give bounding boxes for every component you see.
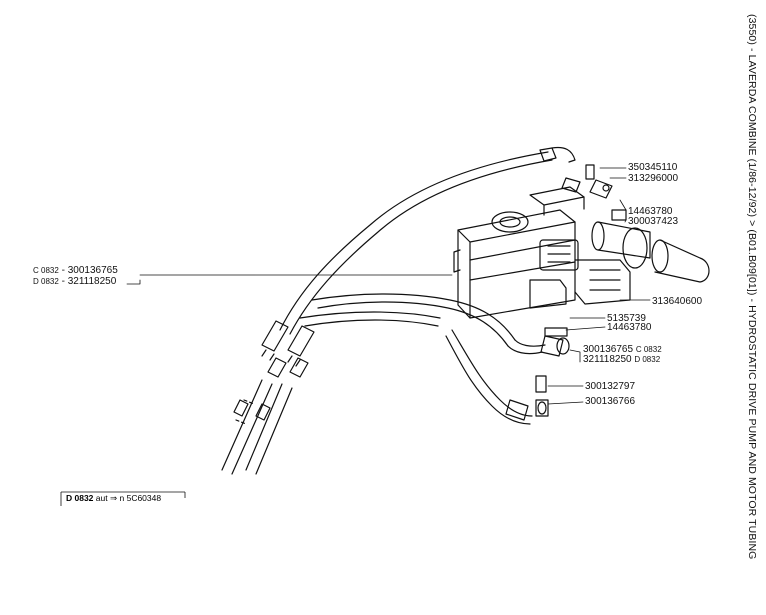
left-ref-d-part: 321118250: [67, 276, 117, 287]
left-fittings: [261, 320, 315, 378]
left-ref-c-part: 300136765: [67, 265, 118, 276]
part-label-300136765-right: 300136765 C 0832: [583, 344, 662, 355]
part-suffix: D 0832: [634, 355, 661, 364]
left-ref-c: C 0832 - 300136765: [33, 265, 118, 276]
lower-hose-pair: [299, 293, 516, 347]
part-label-5135739: 5135739: [607, 313, 646, 324]
part-label-313640600: 313640600: [652, 296, 703, 307]
part-number: 300136765: [583, 344, 634, 355]
upper-hose: [279, 146, 576, 335]
right-cylinder: [591, 221, 710, 283]
part-label-14463780-lower: 14463780: [607, 322, 652, 333]
left-ref-d: D 0832 - 321118250: [33, 276, 117, 287]
part-suffix: C 0832: [635, 345, 662, 354]
top-bolts: [561, 164, 627, 221]
note-model: D 0832: [66, 493, 94, 503]
part-number: 321118250: [583, 354, 632, 365]
left-ref-d-prefix: D 0832: [33, 277, 59, 286]
note-serial: n 5C60348: [119, 493, 162, 503]
part-label-300037423: 300037423: [628, 216, 679, 227]
part-label-350345110: 350345110: [628, 162, 678, 173]
leader-lines: [126, 167, 651, 405]
pump-body: [453, 186, 631, 319]
left-ref-c-prefix: C 0832: [33, 266, 59, 275]
part-label-313296000: 313296000: [628, 173, 679, 184]
note-text: aut: [95, 493, 108, 503]
lower-fittings: [445, 327, 570, 425]
part-label-321118250-right: 321118250 D 0832: [583, 354, 660, 365]
note-box-frame: [60, 491, 186, 506]
part-label-14463780-upper: 14463780: [628, 206, 673, 217]
arrow-icon: ⇒: [110, 493, 118, 503]
part-label-300136766: 300136766: [585, 396, 636, 407]
page-title: (3550) - LAVERDA COMBINE (1/86-12/92) > …: [746, 14, 758, 560]
serial-note-box: D 0832 aut ⇒ n 5C60348: [63, 492, 161, 505]
lower-left-hoses: [221, 379, 293, 475]
part-label-300132797: 300132797: [585, 381, 636, 392]
